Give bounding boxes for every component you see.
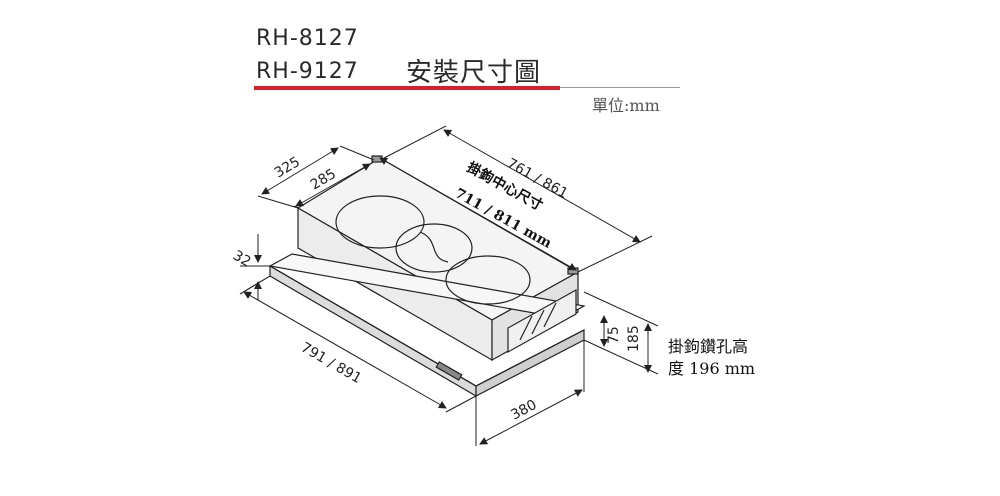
vent-slat bbox=[519, 315, 533, 341]
dim-depth-285 bbox=[295, 163, 371, 207]
panel-edge bbox=[475, 329, 585, 387]
dimension-lines bbox=[239, 125, 659, 446]
label-front-length: 791 / 891 bbox=[298, 340, 364, 387]
diagram-title: 安裝尺寸圖 bbox=[406, 58, 542, 88]
ext-line bbox=[583, 339, 659, 375]
vent-slat bbox=[531, 309, 545, 335]
ext-line bbox=[257, 195, 299, 209]
ext-line bbox=[577, 235, 653, 273]
ext-line bbox=[293, 205, 299, 209]
vent-slat bbox=[543, 302, 557, 328]
label-thickness-32: 32 bbox=[230, 248, 253, 271]
label-side-depth: 380 bbox=[508, 397, 539, 424]
title-red-rule bbox=[254, 86, 560, 90]
ext-line bbox=[583, 291, 659, 327]
dim-front-length bbox=[243, 291, 447, 409]
dim-hook-center bbox=[379, 157, 577, 271]
hook-right bbox=[567, 267, 579, 275]
hook-note-line-1: 掛鉤鑽孔高 bbox=[668, 337, 749, 356]
ext-line bbox=[445, 395, 477, 413]
model-number-1: RH-8127 bbox=[256, 26, 359, 51]
label-depth-325: 325 bbox=[272, 154, 303, 181]
dim-side-depth bbox=[479, 389, 583, 445]
hook-left bbox=[371, 155, 383, 163]
ext-line bbox=[239, 275, 271, 295]
model-number-2: RH-9127 bbox=[256, 59, 359, 84]
hook-drill-height-note: 掛鉤鑽孔高 度 196 mm bbox=[668, 336, 755, 380]
label-height-75: 75 bbox=[606, 326, 622, 344]
hook-note-line-2: 度 196 mm bbox=[668, 359, 756, 378]
side-vent bbox=[507, 288, 577, 354]
label-height-185: 185 bbox=[626, 325, 642, 352]
ext-line bbox=[339, 145, 375, 161]
ext-line bbox=[383, 125, 447, 159]
unit-label: 單位:mm bbox=[592, 96, 660, 115]
title-gray-rule bbox=[560, 87, 680, 88]
